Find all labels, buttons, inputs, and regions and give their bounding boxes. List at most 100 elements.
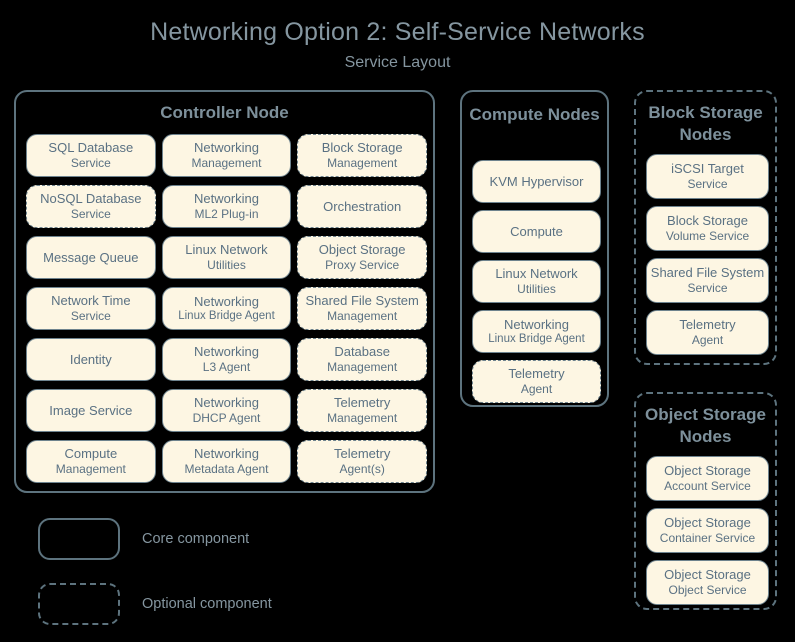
service-label-line2: Service (687, 281, 728, 296)
service-label-line2: Management (55, 462, 126, 477)
service-label-line2: Management (191, 156, 262, 171)
service-label-line1: Compute (64, 446, 118, 462)
legend-optional-label: Optional component (142, 596, 272, 612)
service-label-line1: Telemetry (679, 317, 736, 333)
service-label-line2: Service (70, 309, 111, 324)
service-label-line2: L3 Agent (202, 360, 251, 375)
legend-optional-component: Optional component (38, 583, 272, 625)
object-storage-nodes-title: Object Storage Nodes (645, 405, 766, 447)
service-box[interactable]: Identity (26, 338, 156, 381)
legend-optional-swatch (38, 583, 120, 625)
service-label-line1: Identity (69, 351, 112, 367)
service-label-line2: Management (327, 156, 398, 171)
service-label-line2: Object Service (668, 583, 747, 598)
controller-node-title: Controller Node (160, 103, 289, 122)
service-label-line1: Object Storage (664, 515, 751, 531)
compute-nodes-title: Compute Nodes (469, 105, 600, 124)
service-label-line2: Utilities (517, 282, 556, 297)
service-label-line2: Account Service (664, 479, 751, 494)
service-label-line1: Networking (193, 293, 259, 309)
service-label-line2: Management (327, 411, 398, 426)
service-box[interactable]: Message Queue (26, 236, 156, 279)
service-label-line2: Container Service (659, 531, 756, 546)
service-label-line1: Message Queue (43, 249, 139, 265)
service-label-line2: DHCP Agent (192, 411, 261, 426)
page-title: Networking Option 2: Self-Service Networ… (150, 18, 645, 46)
service-box[interactable]: Orchestration (297, 185, 427, 228)
service-label-line2: Proxy Service (325, 258, 400, 273)
service-label-line1: Telemetry (333, 446, 391, 462)
service-label-line1: Networking (193, 191, 259, 207)
service-label-line2: Utilities (207, 258, 246, 273)
service-label-line1: Block Storage (321, 140, 403, 156)
service-label-line1: Networking (193, 446, 259, 462)
block-storage-nodes-title: Block Storage Nodes (648, 103, 763, 145)
service-label-line1: Linux Network (495, 266, 578, 282)
service-label-line1: Compute (510, 223, 563, 239)
service-label-line2: ML2 Plug-in (194, 207, 259, 222)
service-label-line1: Networking (193, 344, 259, 360)
service-label-line1: Telemetry (333, 395, 391, 411)
diagram-header: Networking Option 2: Self-Service Networ… (0, 18, 795, 72)
service-label-line2: Linux Bridge Agent (178, 310, 275, 323)
service-label-line1: Network Time (51, 293, 131, 309)
service-box[interactable]: Image Service (26, 389, 156, 432)
service-label-line2: Service (70, 207, 111, 222)
service-label-line2: Service (70, 156, 111, 171)
service-label-line2: Agent (520, 382, 553, 397)
service-label-line1: Block Storage (667, 213, 748, 229)
service-label-line2: Agent(s) (339, 462, 385, 477)
service-label-line1: Linux Network (185, 242, 268, 258)
service-label-line1: Database (334, 344, 390, 360)
service-label-line1: Shared File System (305, 293, 419, 309)
service-label-line1: iSCSI Target (671, 161, 744, 177)
service-label-line2: Service (687, 177, 728, 192)
service-label-line1: Orchestration (323, 198, 402, 214)
service-label-line1: Shared File System (650, 265, 765, 281)
service-label-line1: Networking (193, 395, 259, 411)
service-box[interactable]: KVM Hypervisor (472, 160, 601, 203)
legend-core-swatch (38, 518, 120, 560)
service-label-line2: Metadata Agent (184, 462, 269, 477)
service-label-line1: Image Service (49, 402, 133, 418)
service-box[interactable]: Compute (472, 210, 601, 253)
service-label-line1: Networking (503, 316, 570, 332)
page-subtitle: Service Layout (344, 53, 451, 71)
legend-core-label: Core component (142, 531, 250, 547)
service-label-line2: Management (327, 309, 398, 324)
service-label-line1: NoSQL Database (40, 191, 142, 207)
